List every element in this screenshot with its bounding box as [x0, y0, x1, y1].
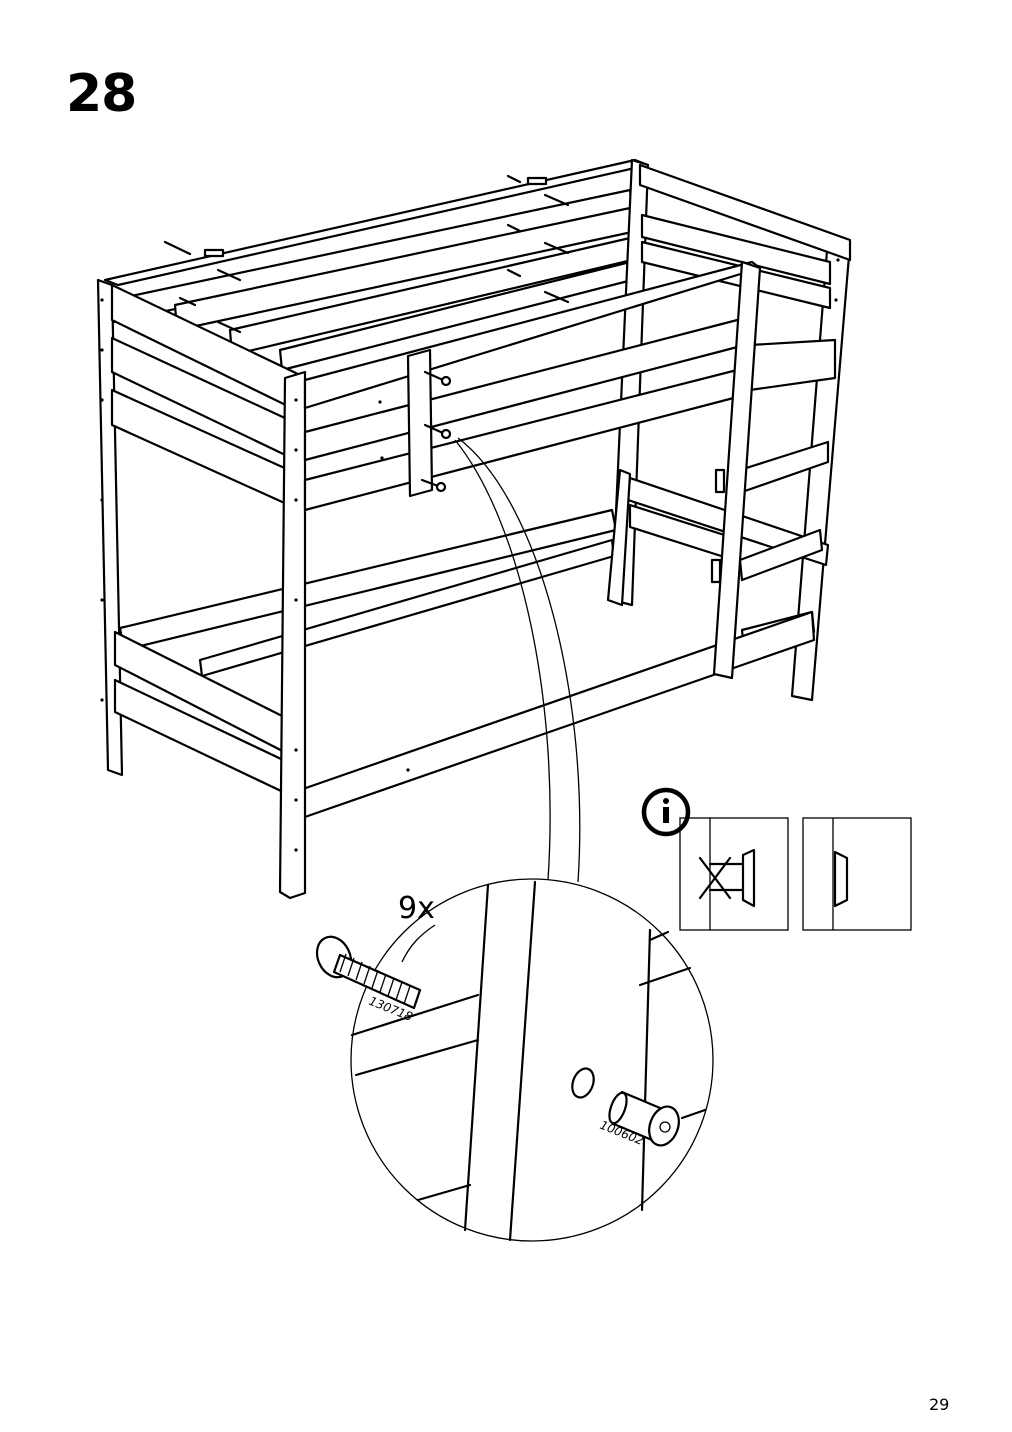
quantity-label: 9x — [398, 891, 435, 926]
step-number: 28 — [66, 64, 137, 124]
detail-magnifier — [350, 878, 714, 1242]
screw-icon — [163, 174, 570, 334]
bunk-bed-frame — [96, 158, 852, 900]
callout-arc-left — [454, 439, 551, 881]
correct-mounting-panel — [802, 817, 912, 931]
incorrect-mounting-panel — [679, 817, 789, 931]
bolt-icon — [420, 370, 452, 493]
barrel-nut-icon — [608, 1090, 680, 1147]
callout-arc-right — [457, 437, 581, 883]
bolt-part-icon — [315, 935, 422, 1010]
info-icon — [641, 787, 691, 837]
page-number: 29 — [929, 1395, 950, 1414]
